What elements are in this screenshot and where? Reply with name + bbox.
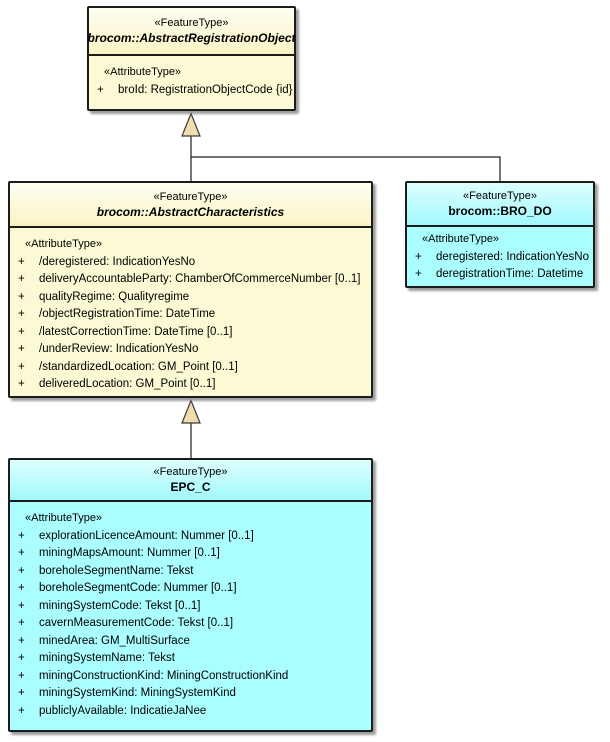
- visibility-marker: +: [18, 529, 25, 542]
- attribute-row: + miningSystemKind: MiningSystemKind: [10, 685, 369, 703]
- visibility-marker: +: [18, 273, 25, 285]
- attribute-row: + deliveredLocation: GM_Point [0..1]: [10, 376, 369, 394]
- attribute-text: miningMapsAmount: Nummer [0..1]: [39, 547, 220, 559]
- attribute-text: /deregistered: IndicationYesNo: [39, 255, 196, 268]
- visibility-marker: +: [415, 250, 422, 263]
- attribute-text: qualityRegime: Qualityregime: [39, 290, 190, 303]
- visibility-marker: +: [18, 652, 25, 664]
- visibility-marker: +: [18, 634, 25, 647]
- attribute-row: + qualityRegime: Qualityregime: [10, 289, 369, 307]
- attribute-row: + deregistrationTime: Datetime: [407, 266, 591, 284]
- class-box-epc-c[interactable]: «FeatureType» EPC_C «AttributeType» + ex…: [8, 458, 373, 732]
- attribute-text: publiclyAvailable: IndicatieJaNee: [39, 704, 207, 717]
- visibility-marker: +: [18, 378, 25, 390]
- class-name: brocom::BRO_DO: [448, 204, 552, 218]
- visibility-marker: +: [18, 343, 25, 355]
- attribute-stereotype-label: «AttributeType»: [25, 512, 103, 524]
- visibility-marker: +: [18, 617, 25, 629]
- attribute-text: miningSystemKind: MiningSystemKind: [39, 687, 236, 699]
- attribute-text: cavernMeasurementCode: Tekst [0..1]: [39, 617, 234, 629]
- attribute-row: + cavernMeasurementCode: Tekst [0..1]: [10, 615, 369, 633]
- attribute-row: + publiclyAvailable: IndicatieJaNee: [10, 703, 369, 721]
- attribute-text: boreholeSegmentName: Tekst: [39, 564, 194, 577]
- visibility-marker: +: [18, 290, 25, 303]
- attribute-text: /standardizedLocation: GM_Point [0..1]: [39, 360, 238, 373]
- visibility-marker: +: [415, 268, 422, 280]
- attribute-row: + /objectRegistrationTime: DateTime: [10, 306, 369, 324]
- class-header: «FeatureType» brocom::AbstractRegistrati…: [87, 8, 296, 56]
- visibility-marker: +: [18, 255, 25, 268]
- attribute-row: + deregistered: IndicationYesNo: [407, 249, 591, 267]
- visibility-marker: +: [18, 599, 25, 612]
- attribute-row: + /underReview: IndicationYesNo: [10, 341, 369, 359]
- class-name: EPC_C: [170, 480, 211, 494]
- visibility-marker: +: [18, 360, 25, 373]
- class-header: «FeatureType» brocom::AbstractCharacteri…: [10, 183, 371, 228]
- attribute-row: + miningMapsAmount: Nummer [0..1]: [10, 545, 369, 563]
- attribute-row: + broId: RegistrationObjectCode {id}: [89, 82, 293, 100]
- attribute-text: broId: RegistrationObjectCode {id}: [118, 83, 293, 96]
- stereotype-label: «FeatureType»: [154, 17, 229, 29]
- class-box-bro-do[interactable]: «FeatureType» brocom::BRO_DO «AttributeT…: [405, 181, 595, 288]
- attribute-row: + miningSystemName: Tekst: [10, 650, 369, 668]
- class-header: «FeatureType» EPC_C: [10, 460, 371, 502]
- attribute-text: deregistrationTime: Datetime: [436, 268, 584, 280]
- attribute-row: + minedArea: GM_MultiSurface: [10, 633, 369, 651]
- visibility-marker: +: [18, 308, 25, 320]
- attribute-compartment: «AttributeType» + explorationLicenceAmou…: [10, 502, 371, 730]
- attribute-row: + /standardizedLocation: GM_Point [0..1]: [10, 359, 369, 377]
- attribute-text: deregistered: IndicationYesNo: [436, 250, 590, 263]
- generalization-arrowhead-top: [181, 111, 201, 137]
- attribute-text: /underReview: IndicationYesNo: [39, 343, 199, 355]
- attribute-text: explorationLicenceAmount: Nummer [0..1]: [39, 529, 254, 542]
- visibility-marker: +: [18, 687, 25, 699]
- attribute-text: deliveredLocation: GM_Point [0..1]: [39, 378, 216, 390]
- attribute-stereotype-label: «AttributeType»: [25, 238, 103, 250]
- visibility-marker: +: [97, 83, 104, 96]
- visibility-marker: +: [18, 704, 25, 717]
- stereotype-label: «FeatureType»: [463, 190, 537, 202]
- attribute-row: + boreholeSegmentCode: Nummer [0..1]: [10, 580, 369, 598]
- class-header: «FeatureType» brocom::BRO_DO: [407, 183, 593, 227]
- stereotype-label: «FeatureType»: [153, 190, 228, 203]
- attribute-stereotype-label: «AttributeType»: [104, 66, 182, 78]
- attribute-row: + boreholeSegmentName: Tekst: [10, 563, 369, 581]
- class-name: brocom::AbstractRegistrationObject: [87, 31, 296, 45]
- attribute-text: boreholeSegmentCode: Nummer [0..1]: [39, 582, 237, 594]
- attribute-text: deliveryAccountableParty: ChamberOfComme…: [39, 273, 361, 285]
- class-box-abstract-characteristics[interactable]: «FeatureType» brocom::AbstractCharacteri…: [8, 181, 373, 398]
- class-name: brocom::AbstractCharacteristics: [96, 204, 285, 219]
- attribute-stereotype-label: «AttributeType»: [422, 233, 500, 245]
- attribute-compartment: «AttributeType» + broId: RegistrationObj…: [89, 56, 294, 109]
- visibility-marker: +: [18, 564, 25, 577]
- generalization-arrowhead-middle: [181, 398, 201, 424]
- attribute-text: miningSystemName: Tekst: [39, 652, 175, 664]
- stereotype-label: «FeatureType»: [153, 466, 228, 478]
- attribute-compartment: «AttributeType» + deregistered: Indicati…: [407, 227, 593, 286]
- attribute-row: + miningConstructionKind: MiningConstruc…: [10, 668, 369, 686]
- attribute-text: miningSystemCode: Tekst [0..1]: [39, 599, 201, 612]
- attribute-text: /latestCorrectionTime: DateTime [0..1]: [39, 325, 233, 338]
- visibility-marker: +: [18, 669, 25, 682]
- visibility-marker: +: [18, 547, 25, 559]
- visibility-marker: +: [18, 582, 25, 594]
- attribute-row: + /deregistered: IndicationYesNo: [10, 254, 369, 272]
- generalization-line-bro-do: [191, 156, 501, 181]
- attribute-row: + miningSystemCode: Tekst [0..1]: [10, 598, 369, 616]
- class-box-abstract-registration-object[interactable]: «FeatureType» brocom::AbstractRegistrati…: [87, 6, 296, 111]
- attribute-text: /objectRegistrationTime: DateTime: [39, 308, 216, 320]
- visibility-marker: +: [18, 325, 25, 338]
- attribute-text: minedArea: GM_MultiSurface: [39, 634, 190, 647]
- attribute-text: miningConstructionKind: MiningConstructi…: [39, 669, 289, 682]
- attribute-compartment: «AttributeType» + /deregistered: Indicat…: [10, 228, 371, 396]
- attribute-row: + /latestCorrectionTime: DateTime [0..1]: [10, 324, 369, 342]
- attribute-row: + deliveryAccountableParty: ChamberOfCom…: [10, 271, 369, 289]
- attribute-row: + explorationLicenceAmount: Nummer [0..1…: [10, 528, 369, 546]
